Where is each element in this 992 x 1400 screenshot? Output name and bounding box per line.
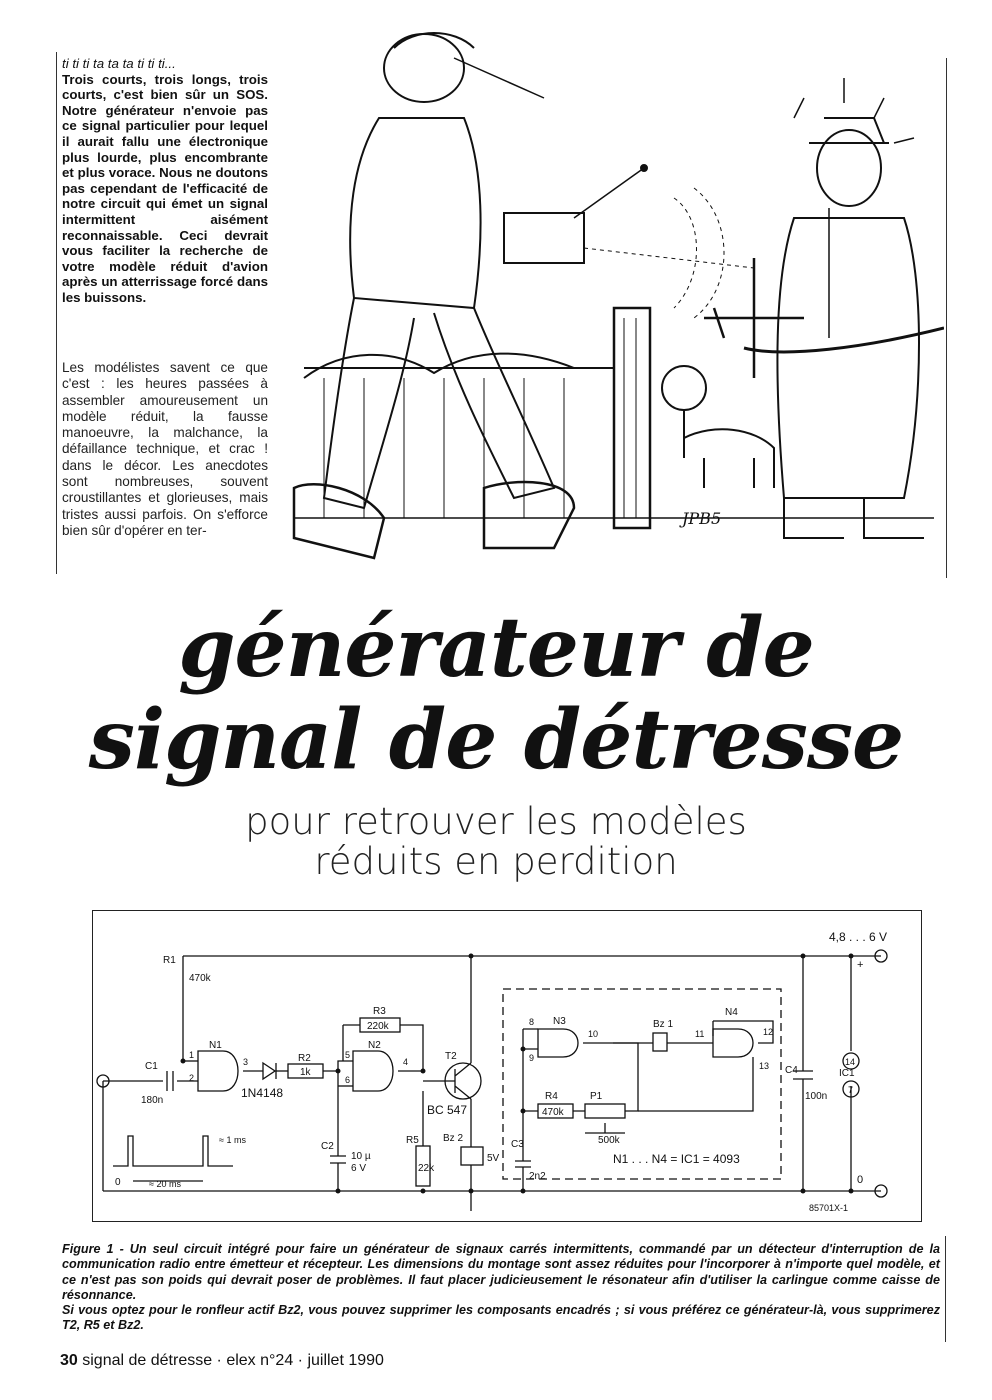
label-c1-value: 180n xyxy=(141,1095,163,1106)
label-r5-value: 22k xyxy=(418,1163,435,1174)
figure-caption: Figure 1 - Un seul circuit intégré pour … xyxy=(62,1242,940,1334)
supply-plus: + xyxy=(857,959,863,971)
lead-text: Trois courts, trois longs, trois courts,… xyxy=(62,71,268,305)
illustration-signature: JPB5 xyxy=(679,509,721,528)
schematic-figure: 4,8 . . . 6 V + 0 85701X-1 N1 . . . N4 =… xyxy=(92,910,922,1222)
label-r1: R1 xyxy=(163,955,176,966)
pin-12: 12 xyxy=(763,1027,773,1037)
pin-10: 10 xyxy=(588,1029,598,1039)
label-diode: 1N4148 xyxy=(241,1086,283,1100)
pin-8: 8 xyxy=(529,1017,534,1027)
label-r2: R2 xyxy=(298,1053,311,1064)
pulse-zero-label: 0 xyxy=(115,1177,121,1188)
label-c3-value: 2n2 xyxy=(529,1171,546,1182)
footer-text: signal de détresse · elex n°24 · juillet… xyxy=(82,1352,384,1369)
label-n1: N1 xyxy=(209,1040,222,1051)
pin-2: 2 xyxy=(189,1073,194,1083)
label-bz2: Bz 2 xyxy=(443,1133,463,1144)
cartoon-illustration: JPB5 xyxy=(292,32,944,560)
label-c2-value2: 6 V xyxy=(351,1163,366,1174)
label-r2-value: 1k xyxy=(300,1067,312,1078)
label-bz2-value: 5V xyxy=(487,1153,500,1164)
pulse-period-label: ≈ 20 ms xyxy=(149,1179,181,1189)
caption-paragraph-1: Figure 1 - Un seul circuit intégré pour … xyxy=(62,1242,940,1302)
pin-3: 3 xyxy=(243,1057,248,1067)
page-title-line2: signal de détresse xyxy=(88,692,904,788)
label-r3-value: 220k xyxy=(367,1021,390,1032)
label-p1-value: 500k xyxy=(598,1135,621,1146)
pin-6: 6 xyxy=(345,1075,350,1085)
gates-note: N1 . . . N4 = IC1 = 4093 xyxy=(613,1152,740,1166)
label-c3: C3 xyxy=(511,1139,524,1150)
column-rule-left xyxy=(56,52,57,574)
pin-4: 4 xyxy=(403,1057,408,1067)
supply-label: 4,8 . . . 6 V xyxy=(829,930,887,944)
pulse-width-label: ≈ 1 ms xyxy=(219,1135,246,1145)
subtitle-line2: réduits en perdition xyxy=(314,840,678,883)
label-pin14: 14 xyxy=(845,1057,855,1067)
label-c4-value: 100n xyxy=(805,1091,827,1102)
label-c1: C1 xyxy=(145,1061,158,1072)
label-n3: N3 xyxy=(553,1016,566,1027)
lead-paragraph: ti ti ti ta ta ta ti ti ti... Trois cour… xyxy=(62,56,268,306)
label-c4: C4 xyxy=(785,1065,798,1076)
label-r4-value: 470k xyxy=(542,1107,565,1118)
label-p1: P1 xyxy=(590,1091,603,1102)
label-r5: R5 xyxy=(406,1135,419,1146)
caption-paragraph-2: Si vous optez pour le ronfleur actif Bz2… xyxy=(62,1303,940,1333)
body-text: Les modélistes savent ce que c'est : les… xyxy=(62,360,268,538)
label-r3: R3 xyxy=(373,1006,386,1017)
column-rule-right xyxy=(946,58,947,578)
label-n4: N4 xyxy=(725,1007,738,1018)
page-title-line1: générateur de xyxy=(178,600,815,696)
label-c2-value1: 10 µ xyxy=(351,1151,371,1162)
label-n2: N2 xyxy=(368,1040,381,1051)
page-number: 30 xyxy=(60,1352,78,1369)
pin-1: 1 xyxy=(189,1050,194,1060)
caption-rule xyxy=(945,1236,946,1342)
zero-label: 0 xyxy=(857,1174,863,1186)
pin-5: 5 xyxy=(345,1050,350,1060)
schematic-diagram: 4,8 . . . 6 V + 0 85701X-1 N1 . . . N4 =… xyxy=(96,930,888,1213)
label-c2: C2 xyxy=(321,1141,334,1152)
label-pin7: 7 xyxy=(848,1085,853,1095)
label-ic1: IC1 xyxy=(839,1068,855,1079)
figure-ref: 85701X-1 xyxy=(809,1203,848,1213)
label-r1-value: 470k xyxy=(189,973,212,984)
pin-9: 9 xyxy=(529,1053,534,1063)
page-footer: 30 signal de détresse · elex n°24 · juil… xyxy=(60,1352,384,1370)
subtitle-line1: pour retrouver les modèles xyxy=(245,800,747,843)
label-t2-value: BC 547 xyxy=(427,1103,467,1117)
label-t2: T2 xyxy=(445,1051,457,1062)
pin-11: 11 xyxy=(695,1029,704,1039)
label-bz1: Bz 1 xyxy=(653,1019,673,1030)
pin-13: 13 xyxy=(759,1061,769,1071)
lead-intro: ti ti ti ta ta ta ti ti ti... xyxy=(62,56,176,71)
label-r4: R4 xyxy=(545,1091,558,1102)
